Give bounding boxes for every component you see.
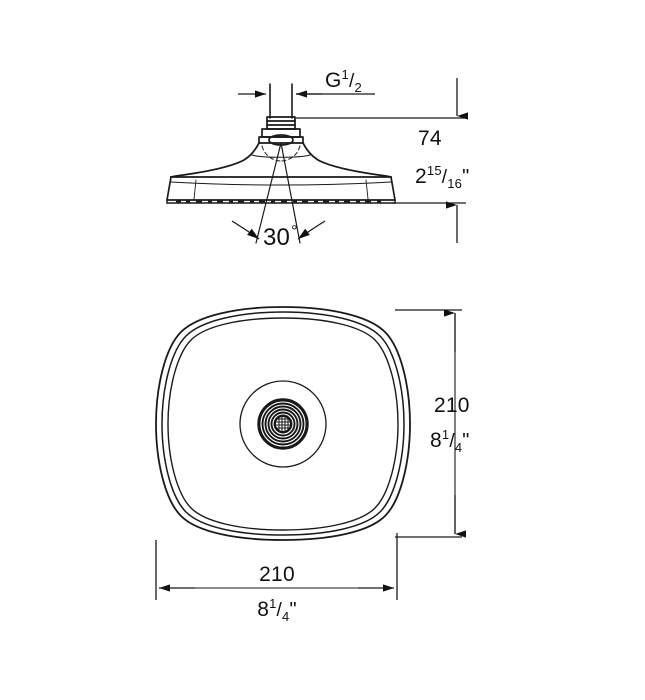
rim-skirt	[166, 176, 396, 201]
face-outline-middle	[161, 311, 405, 536]
thread-label-numerator: 1	[341, 67, 349, 82]
label-face-width-imperial: 81/4"	[257, 596, 297, 623]
spray-cone-lines	[255, 142, 301, 244]
face-width-imperial-slash: /	[276, 600, 283, 621]
height-imperial-slash: /	[441, 167, 448, 188]
side-view-dimension-lines	[231, 78, 468, 243]
face-width-imperial-numerator: 1	[269, 596, 277, 611]
spray-angle-value: 30	[263, 224, 291, 251]
hidden-internal-arcs	[261, 145, 301, 162]
height-imperial-denominator: 16	[447, 176, 463, 192]
center-nozzle-assembly	[239, 380, 327, 468]
height-imperial-inch-mark: "	[462, 166, 470, 188]
face-outline-inner	[167, 317, 399, 531]
inlet-thread-stem	[269, 83, 293, 119]
face-view-dimension-lines	[155, 309, 466, 600]
height-metric-value: 74	[418, 127, 442, 150]
thread-nut	[266, 116, 296, 130]
dimension-spray-angle	[231, 220, 326, 240]
face-width-imperial-inch-mark: "	[289, 599, 297, 621]
thread-label-letter: G	[325, 69, 342, 92]
height-imperial-whole: 2	[415, 165, 427, 188]
thread-label-slash: /	[348, 71, 355, 92]
face-height-imperial-slash: /	[449, 431, 455, 452]
label-spray-angle: 30°	[263, 223, 298, 251]
label-face-height-imperial: 81/4"	[430, 427, 470, 454]
nozzle-texture-dots	[176, 200, 381, 203]
thread-label-denominator: 2	[354, 80, 362, 96]
nozzle-mesh-pattern	[276, 416, 290, 432]
height-imperial-numerator: 15	[426, 163, 442, 178]
label-height-imperial: 215/16"	[415, 163, 470, 190]
face-width-imperial-whole: 8	[257, 598, 270, 621]
face-height-imperial-denominator: 4	[454, 440, 463, 456]
label-face-width-metric: 210	[259, 564, 295, 585]
face-height-imperial-whole: 8	[430, 429, 442, 452]
face-width-imperial-denominator: 4	[282, 609, 290, 625]
spray-angle-symbol: °	[291, 223, 298, 240]
shower-body-profile	[170, 142, 392, 178]
side-elevation-view	[166, 83, 396, 244]
face-width-metric-value: 210	[259, 563, 295, 586]
label-thread-size: G1/2	[325, 67, 362, 94]
bottom-face-view	[155, 306, 411, 541]
face-height-metric-value: 210	[434, 394, 470, 417]
face-height-imperial-inch-mark: "	[462, 430, 470, 452]
face-height-imperial-numerator: 1	[441, 427, 450, 442]
face-outline-outer	[155, 306, 411, 541]
label-height-metric: 74	[418, 128, 442, 149]
label-face-height-metric: 210	[434, 395, 470, 416]
